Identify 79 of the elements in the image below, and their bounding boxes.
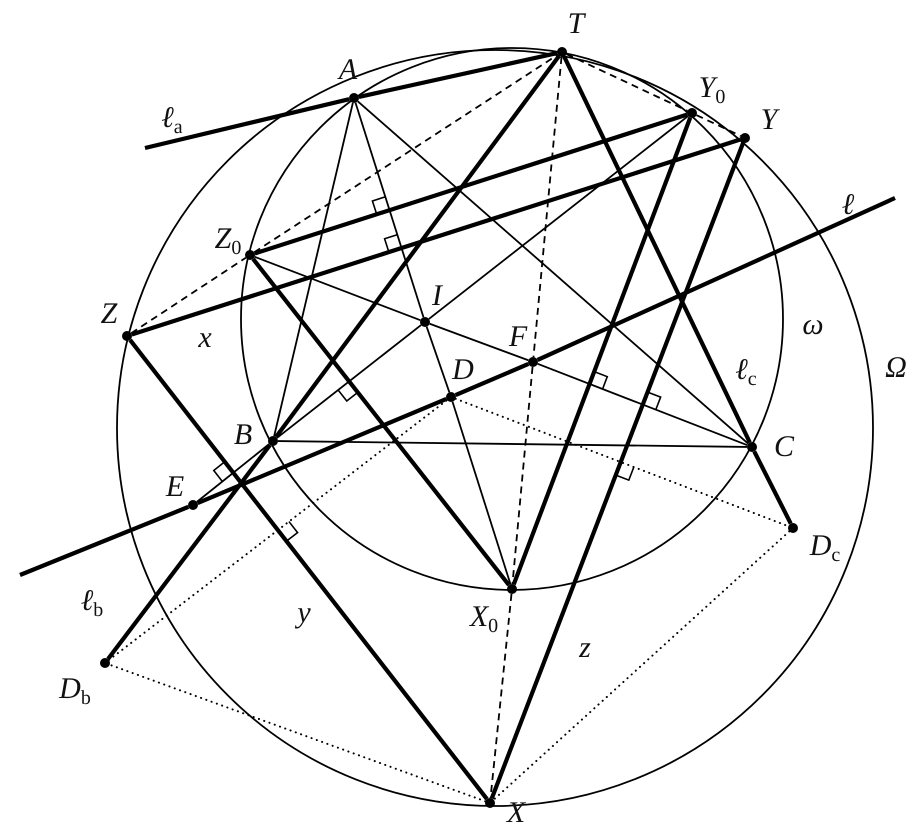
line-segment bbox=[512, 116, 692, 586]
point-label: Z bbox=[100, 299, 118, 329]
line-label: ℓ$_{a}$ bbox=[161, 103, 183, 137]
point-dot bbox=[100, 658, 110, 668]
line-segment bbox=[196, 397, 448, 505]
line-segment bbox=[19, 504, 190, 577]
line-label: Ω bbox=[885, 353, 907, 383]
line-segment bbox=[196, 443, 270, 503]
line-label: y bbox=[297, 598, 311, 628]
line-segment bbox=[490, 142, 746, 800]
point-label: I bbox=[432, 281, 442, 311]
line-segment bbox=[562, 56, 752, 444]
point-dot bbox=[188, 500, 198, 510]
line-segment bbox=[426, 326, 450, 393]
point-label: D$_{b}$ bbox=[59, 674, 91, 708]
line-segment bbox=[130, 257, 246, 334]
line-label: ℓ$_{c}$ bbox=[735, 355, 757, 389]
line-segment bbox=[566, 53, 688, 112]
line-segment bbox=[128, 338, 489, 800]
line-segment bbox=[512, 366, 534, 584]
point-dot bbox=[485, 798, 495, 808]
point-dot bbox=[788, 523, 798, 533]
line-segment bbox=[492, 530, 790, 801]
point-label: F bbox=[508, 322, 528, 352]
line-segment bbox=[254, 54, 558, 254]
point-dot bbox=[687, 108, 697, 118]
line-segment bbox=[490, 594, 512, 798]
point-label: Y$_{0}$ bbox=[698, 73, 726, 107]
line-label: ω bbox=[802, 310, 824, 340]
line-segment bbox=[537, 362, 748, 446]
point-label: B bbox=[234, 420, 252, 450]
line-segment bbox=[108, 399, 448, 661]
point-dot bbox=[446, 392, 456, 402]
point-dot bbox=[507, 584, 517, 594]
line-label: ℓ$_{b}$ bbox=[80, 586, 104, 620]
point-label: E bbox=[166, 472, 184, 502]
point-label: D bbox=[452, 355, 474, 385]
line-segment bbox=[536, 196, 896, 362]
point-dot bbox=[349, 93, 359, 103]
line-segment bbox=[273, 102, 354, 436]
line-segment bbox=[696, 114, 741, 137]
point-dot bbox=[747, 442, 757, 452]
point-label: X$_{0}$ bbox=[470, 602, 498, 636]
point-label: Z$_{0}$ bbox=[214, 224, 242, 258]
point-label: Y bbox=[760, 105, 778, 135]
point-dot bbox=[268, 436, 278, 446]
line-segment bbox=[454, 362, 530, 397]
line-label: x bbox=[198, 323, 212, 353]
point-dot bbox=[122, 331, 132, 341]
line-segment bbox=[532, 56, 562, 358]
line-segment bbox=[251, 258, 511, 586]
line-label: z bbox=[579, 633, 591, 663]
point-dot bbox=[245, 250, 255, 260]
point-label: T bbox=[568, 9, 584, 39]
line-segment bbox=[752, 450, 793, 524]
line-segment bbox=[144, 97, 350, 150]
line-segment bbox=[254, 112, 688, 256]
point-label: C bbox=[774, 432, 794, 462]
line-segment bbox=[429, 322, 529, 362]
point-dot bbox=[740, 133, 750, 143]
point-label: A bbox=[338, 55, 358, 85]
line-segment bbox=[358, 51, 558, 99]
point-dot bbox=[420, 317, 430, 327]
point-label: X bbox=[506, 798, 526, 828]
line-segment bbox=[428, 115, 689, 320]
point-dot bbox=[557, 47, 567, 57]
line-segment bbox=[452, 402, 512, 584]
point-dot bbox=[528, 357, 538, 367]
line-segment bbox=[106, 444, 272, 660]
line-segment bbox=[254, 256, 421, 322]
point-label: D$_{c}$ bbox=[810, 531, 840, 565]
line-segment bbox=[108, 664, 486, 802]
line-label: ℓ bbox=[842, 190, 854, 220]
line-segment bbox=[131, 138, 741, 336]
line-segment bbox=[354, 102, 424, 318]
line-segment bbox=[278, 440, 748, 448]
line-segment bbox=[276, 324, 422, 439]
line-segment bbox=[274, 54, 561, 438]
line-segment bbox=[357, 100, 749, 444]
